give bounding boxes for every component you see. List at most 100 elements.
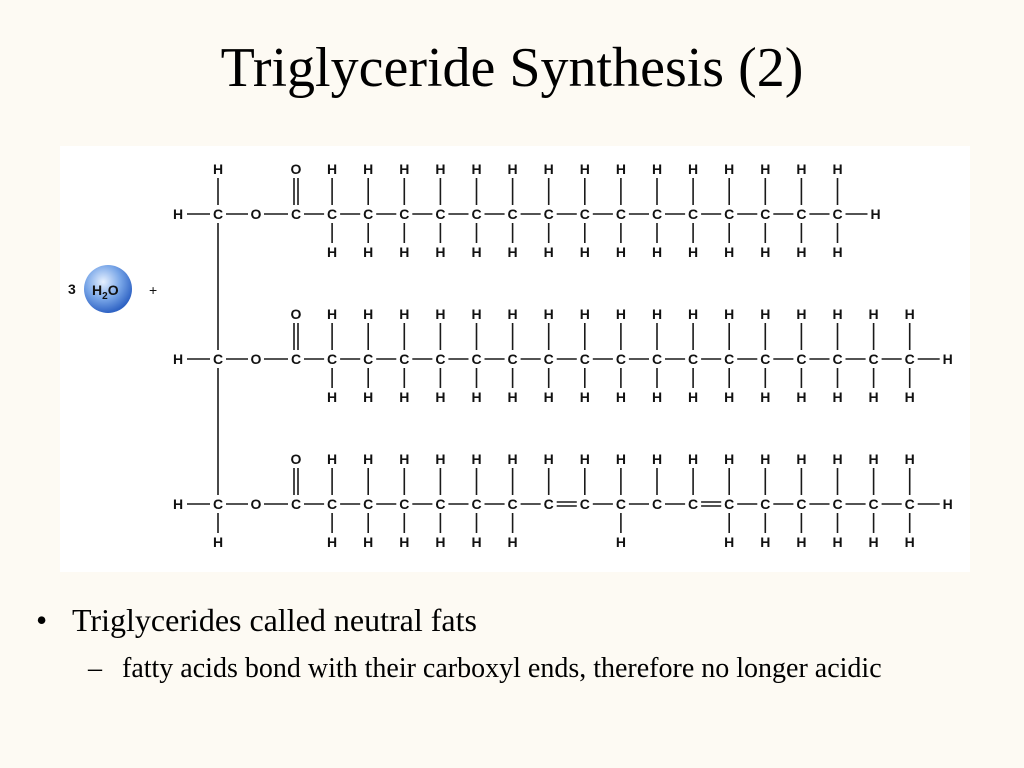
hydrogen-atom: H	[580, 389, 590, 405]
hydrogen-atom: H	[471, 161, 481, 177]
oxygen-atom: O	[251, 496, 262, 512]
hydrogen-atom: H	[760, 451, 770, 467]
hydrogen-atom: H	[435, 161, 445, 177]
carbon-atom: C	[435, 206, 445, 222]
hydrogen-atom: H	[760, 534, 770, 550]
hydrogen-atom: H	[652, 389, 662, 405]
hydrogen-atom: H	[363, 306, 373, 322]
hydrogen-atom: H	[508, 244, 518, 260]
carbon-atom: C	[616, 351, 626, 367]
hydrogen-atom: H	[544, 161, 554, 177]
molecule-svg: 3 H2O + H C H O C O C H H C H H C H H C H H C H H C H H C H H C H H C H…	[68, 161, 953, 550]
hydrogen-atom: H	[905, 389, 915, 405]
carbon-atom: C	[471, 351, 481, 367]
carbon-atom: C	[580, 206, 590, 222]
hydrogen-atom: H	[435, 244, 445, 260]
triglyceride-structure-diagram: 3 H2O + H C H O C O C H H C H H C H H C H H C H H C H H C H H C H H C H…	[60, 146, 970, 572]
hydrogen-atom: H	[832, 244, 842, 260]
hydrogen-atom: H	[399, 534, 409, 550]
hydrogen-atom: H	[471, 451, 481, 467]
oxygen-atom: O	[251, 206, 262, 222]
carbon-atom: C	[832, 496, 842, 512]
hydrogen-atom: H	[796, 451, 806, 467]
slide-title: Triglyceride Synthesis (2)	[220, 37, 804, 99]
carbon-atom: C	[580, 496, 590, 512]
bullet-list: • Triglycerides called neutral fats – fa…	[36, 598, 986, 688]
hydrogen-atom: H	[943, 496, 953, 512]
hydrogen-atom: H	[508, 451, 518, 467]
hydrogen-atom: H	[796, 161, 806, 177]
carbon-atom: C	[724, 496, 734, 512]
carbon-atom: C	[544, 206, 554, 222]
hydrogen-atom: H	[327, 534, 337, 550]
hydrogen-atom: H	[580, 451, 590, 467]
carbon-atom: C	[652, 496, 662, 512]
carbon-atom: C	[435, 351, 445, 367]
hydrogen-atom: H	[544, 389, 554, 405]
hydrogen-atom: H	[435, 389, 445, 405]
carbon-atom: C	[580, 351, 590, 367]
hydrogen-atom: H	[327, 244, 337, 260]
hydrogen-atom: H	[580, 306, 590, 322]
hydrogen-atom: H	[363, 534, 373, 550]
carbon-atom: C	[796, 496, 806, 512]
carbon-atom: C	[399, 206, 409, 222]
carbon-atom: C	[905, 351, 915, 367]
carbon-atom: C	[652, 351, 662, 367]
bullet-marker: •	[36, 602, 48, 638]
sub-bullet-marker: –	[88, 653, 102, 684]
oxygen-atom: O	[291, 306, 302, 322]
hydrogen-atom: H	[471, 534, 481, 550]
hydrogen-atom: H	[724, 306, 734, 322]
hydrogen-atom: H	[213, 161, 223, 177]
carbon-atom: C	[616, 496, 626, 512]
hydrogen-atom: H	[832, 389, 842, 405]
hydrogen-atom: H	[327, 306, 337, 322]
hydrogen-atom: H	[616, 244, 626, 260]
sub-bullet-item: – fatty acids bond with their carboxyl e…	[88, 650, 986, 688]
water-coefficient: 3	[68, 281, 76, 297]
hydrogen-atom: H	[652, 244, 662, 260]
hydrogen-atom: H	[760, 306, 770, 322]
hydrogen-atom: H	[688, 389, 698, 405]
hydrogen-atom: H	[760, 161, 770, 177]
carbon-atom: C	[291, 351, 301, 367]
hydrogen-atom: H	[905, 534, 915, 550]
oxygen-atom: O	[251, 351, 262, 367]
hydrogen-atom: H	[363, 451, 373, 467]
carbon-atom: C	[905, 496, 915, 512]
carbon-atom: C	[724, 351, 734, 367]
hydrogen-atom: H	[688, 244, 698, 260]
carbon-atom: C	[291, 206, 301, 222]
carbon-atom: C	[869, 351, 879, 367]
hydrogen-atom: H	[724, 161, 734, 177]
hydrogen-atom: H	[832, 161, 842, 177]
carbon-atom: C	[724, 206, 734, 222]
carbon-atom: C	[760, 496, 770, 512]
hydrogen-atom: H	[508, 306, 518, 322]
hydrogen-atom: H	[724, 534, 734, 550]
carbon-atom: C	[544, 496, 554, 512]
hydrogen-atom: H	[905, 306, 915, 322]
hydrogen-atom: H	[616, 534, 626, 550]
oxygen-atom: O	[291, 451, 302, 467]
hydrogen-atom: H	[544, 306, 554, 322]
hydrogen-atom: H	[508, 161, 518, 177]
carbon-atom: C	[832, 351, 842, 367]
hydrogen-atom: H	[327, 451, 337, 467]
hydrogen-atom: H	[616, 306, 626, 322]
hydrogen-atom: H	[327, 161, 337, 177]
carbon-atom: C	[508, 496, 518, 512]
carbon-atom: C	[399, 351, 409, 367]
hydrogen-atom: H	[399, 306, 409, 322]
hydrogen-atom: H	[435, 534, 445, 550]
hydrogen-atom: H	[652, 451, 662, 467]
water-molecule-group: 3 H2O +	[68, 265, 157, 313]
sub-bullet-text: fatty acids bond with their carboxyl end…	[122, 653, 882, 684]
hydrogen-atom: H	[905, 451, 915, 467]
plus-sign: +	[149, 282, 157, 298]
carbon-atom: C	[363, 206, 373, 222]
carbon-atom: C	[760, 351, 770, 367]
hydrogen-atom: H	[652, 161, 662, 177]
hydrogen-atom: H	[173, 206, 183, 222]
